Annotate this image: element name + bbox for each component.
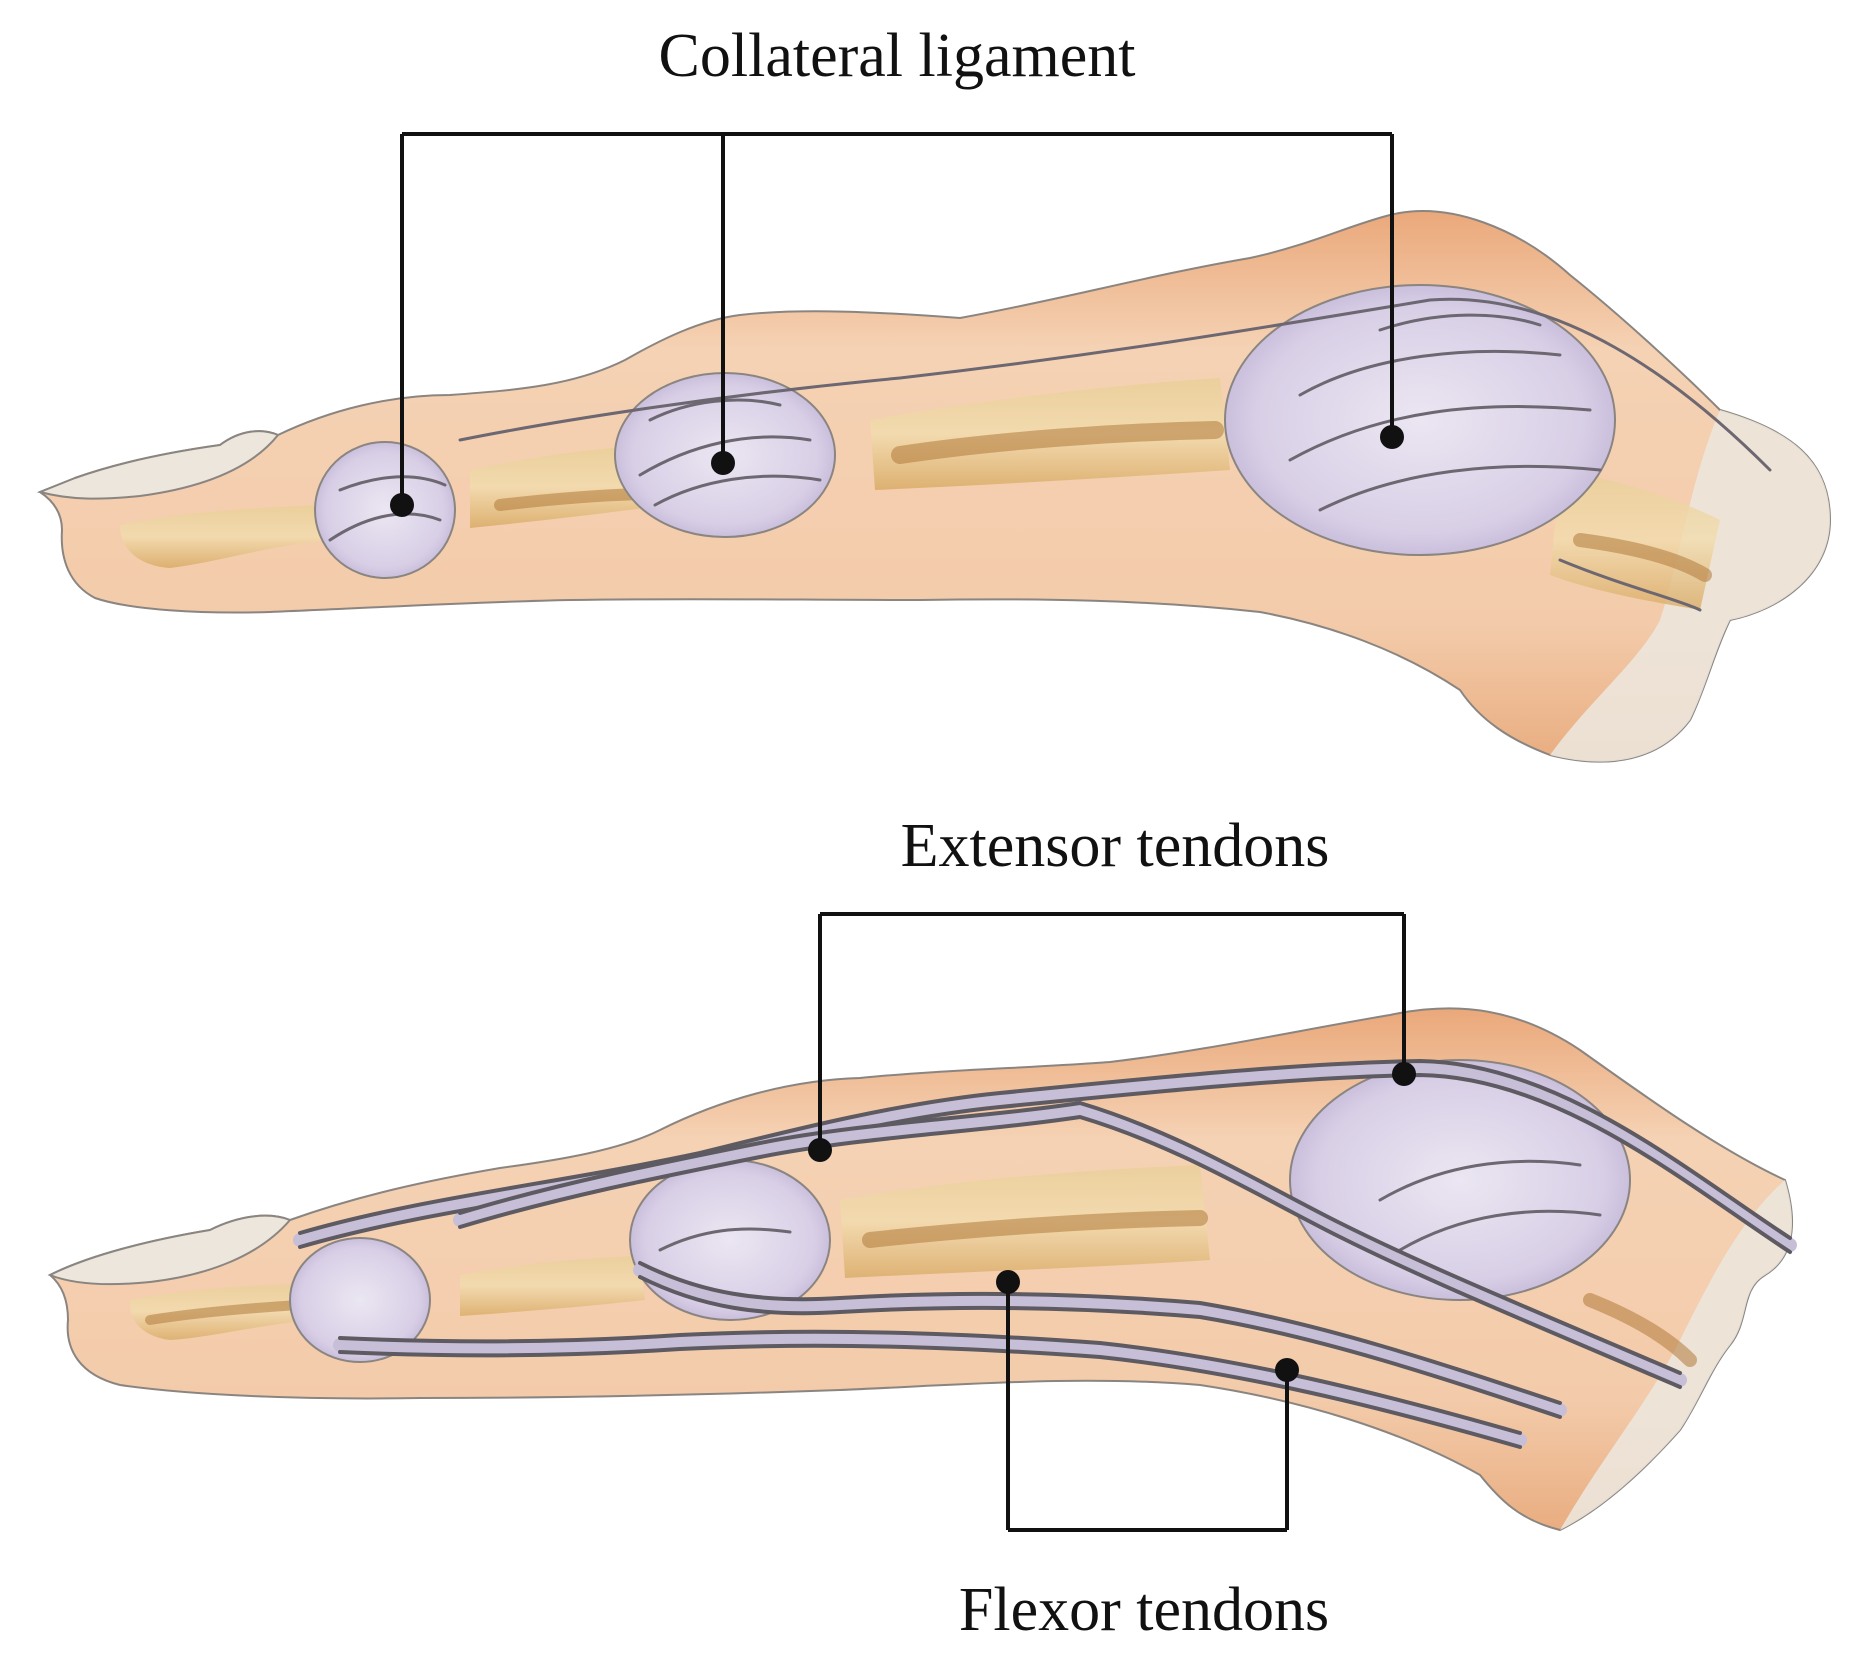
top-distal-phalanx — [120, 505, 330, 568]
collateral-ligament-label: Collateral ligament — [659, 22, 1136, 90]
collateral-ligament-marker-pip — [711, 451, 735, 475]
bottom-dip-ligament — [289, 1237, 431, 1363]
extensor-tendon-group — [293, 1058, 1797, 1389]
extensor-tendons-label: Extensor tendons — [901, 812, 1330, 880]
flexor-tendon-marker-left — [996, 1270, 1020, 1294]
bottom-finger-illustration — [47, 1007, 1797, 1532]
flexor-tendons-callout — [996, 1270, 1299, 1532]
top-finger-illustration — [36, 210, 1832, 763]
collateral-ligament-callout — [390, 132, 1404, 517]
extensor-tendons-callout — [808, 912, 1416, 1162]
collateral-ligament-marker-mcp — [1380, 425, 1404, 449]
extensor-tendon-marker-mcp — [1392, 1062, 1416, 1086]
extensor-tendon-marker-pip — [808, 1138, 832, 1162]
top-finger-nail — [36, 430, 280, 500]
bottom-mcp-ligament — [1289, 1059, 1631, 1301]
bottom-finger-nail — [47, 1214, 292, 1286]
top-dip-ligament — [314, 441, 456, 579]
top-metacarpal — [1550, 470, 1720, 610]
flexor-tendon-group — [333, 1261, 1567, 1449]
flexor-tendon-marker-right — [1275, 1358, 1299, 1382]
collateral-ligament-marker-dip — [390, 493, 414, 517]
bottom-middle-phalanx — [460, 1256, 645, 1316]
flexor-tendons-label: Flexor tendons — [959, 1576, 1329, 1644]
